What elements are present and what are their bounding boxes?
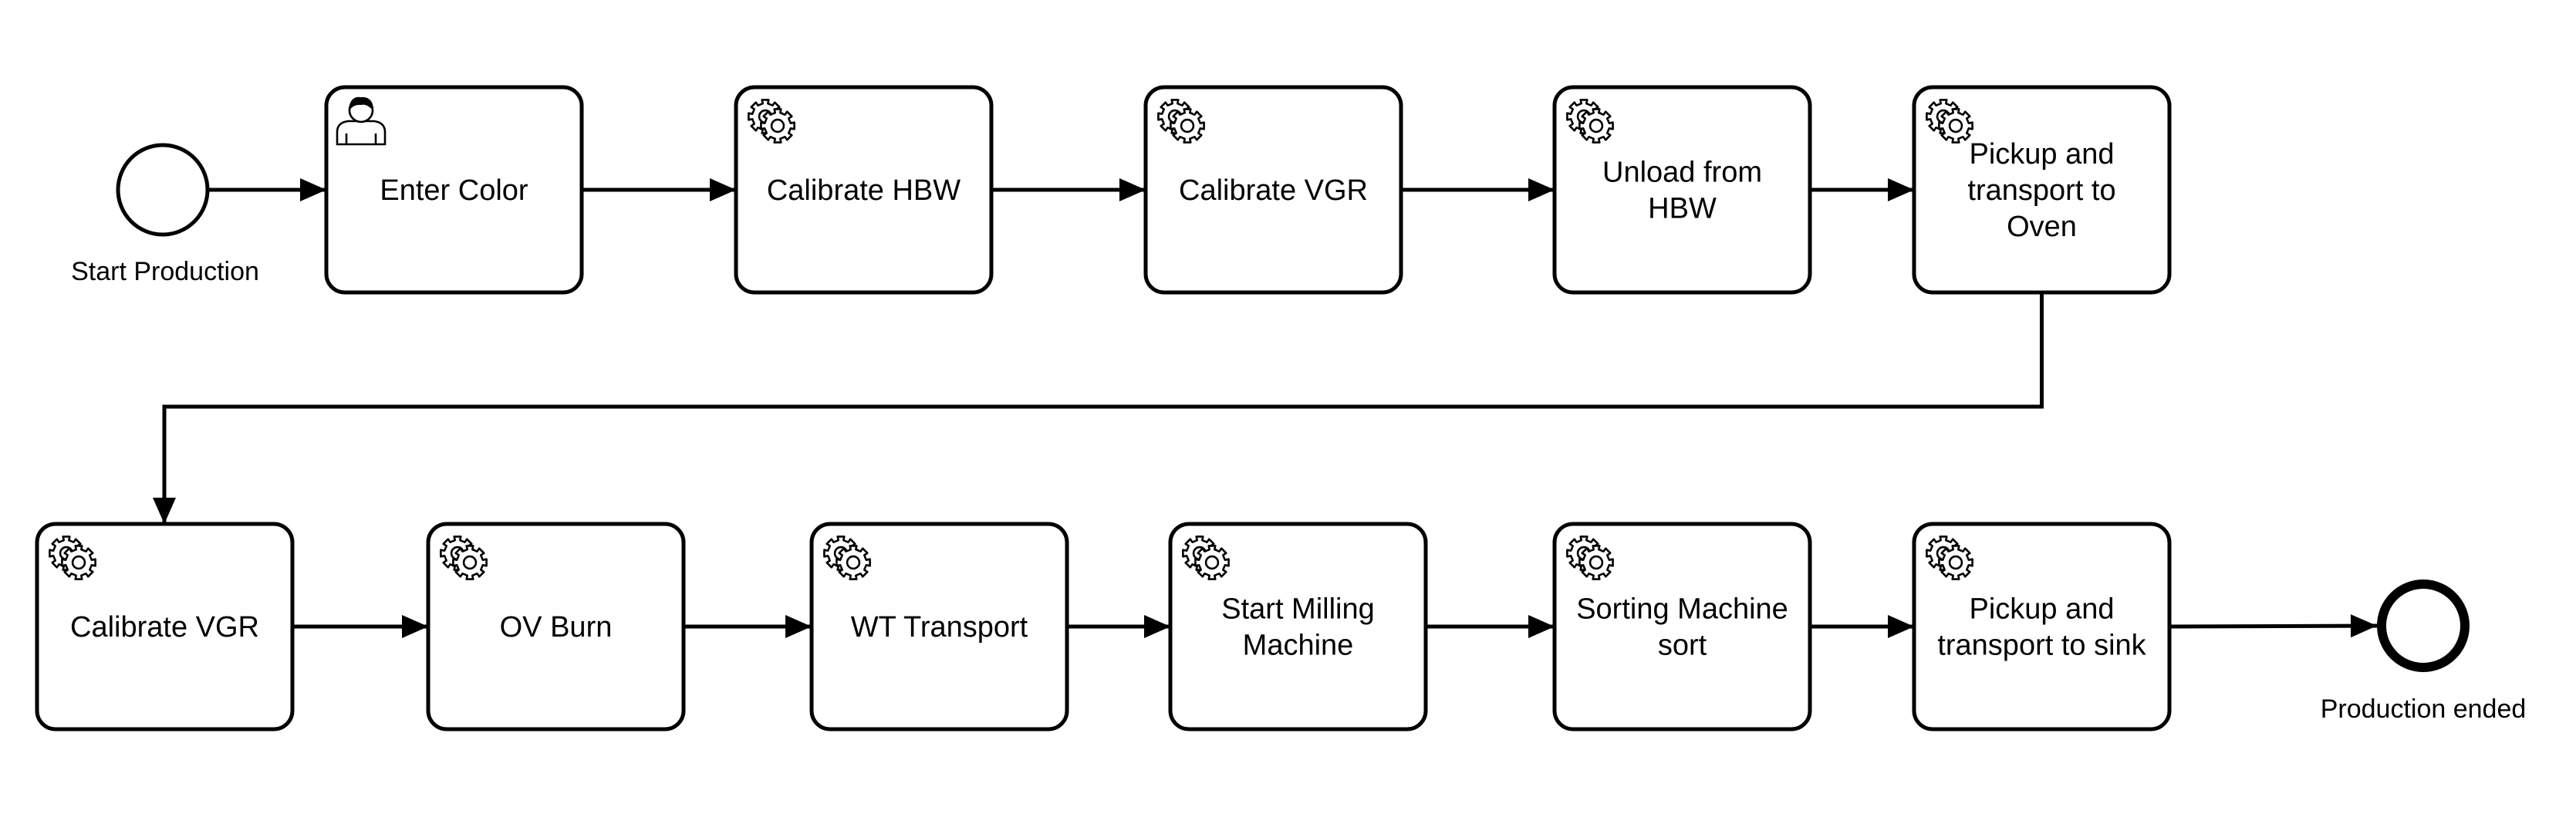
task-label-line: OV Burn <box>500 611 613 644</box>
task-label-line: transport to sink <box>1937 630 2146 662</box>
sequence-flow-t11-end[interactable] <box>2169 623 2378 629</box>
gear-icon <box>1938 108 1973 144</box>
arrowhead <box>300 178 326 201</box>
arrowhead <box>402 615 428 638</box>
gear-icon <box>1194 545 1230 580</box>
task-label-line: Enter Color <box>380 174 528 207</box>
arrowhead <box>2350 614 2377 638</box>
task-label: Pickup and transport to sink <box>1937 593 2146 662</box>
arrowhead <box>1888 178 1914 201</box>
gear-icon <box>1170 108 1205 144</box>
task-label-line: sort <box>1658 630 1707 662</box>
task-box[interactable] <box>1143 85 1403 295</box>
task-label: Enter Color <box>380 174 528 207</box>
task-label-line: HBW <box>1648 193 1717 225</box>
task-t11[interactable]: Pickup and transport to sink <box>1912 522 2172 731</box>
gear-icon <box>836 545 871 580</box>
arrowhead <box>710 178 736 201</box>
gear-icon <box>1578 108 1614 144</box>
task-label: Calibrate VGR <box>70 611 259 644</box>
task-label-line: Pickup and <box>1969 138 2114 171</box>
task-label-line: transport to <box>1967 174 2115 207</box>
task-t6[interactable]: Calibrate VGR <box>35 522 295 731</box>
arrowhead <box>1144 615 1170 638</box>
task-label: WT Transport <box>851 611 1028 644</box>
task-box[interactable] <box>35 522 295 731</box>
start-event-label: Start Production <box>71 257 259 286</box>
task-label: Calibrate VGR <box>1179 174 1368 207</box>
gear-icon <box>760 108 795 144</box>
task-label-line: Sorting Machine <box>1576 593 1788 626</box>
gear-icon <box>61 545 96 580</box>
end-event-label: Production ended <box>2321 694 2527 724</box>
task-box[interactable] <box>809 522 1069 731</box>
task-box[interactable] <box>1168 522 1428 731</box>
arrowhead <box>1528 178 1555 201</box>
end-event[interactable]: Production ended <box>2321 579 2527 724</box>
task-label-line: Start Milling <box>1221 593 1375 626</box>
task-box[interactable] <box>324 85 584 295</box>
task-t3[interactable]: Calibrate VGR <box>1143 85 1403 295</box>
gear-icon <box>452 545 488 580</box>
task-label: Calibrate HBW <box>767 174 961 207</box>
task-label: OV Burn <box>500 611 613 644</box>
task-label-line: Calibrate VGR <box>70 611 259 644</box>
sequence-flows <box>153 178 2378 638</box>
task-box[interactable] <box>1912 85 2172 295</box>
arrowhead <box>1888 615 1914 638</box>
arrowhead <box>785 615 812 638</box>
sequence-flow-t5-t6[interactable] <box>162 292 2044 524</box>
task-label-line: Oven <box>2007 211 2077 243</box>
user-icon <box>336 96 387 146</box>
task-box[interactable] <box>1552 85 1812 295</box>
task-t1[interactable]: Enter Color <box>324 85 584 295</box>
task-label-line: Calibrate VGR <box>1179 174 1368 207</box>
task-label-line: Calibrate HBW <box>767 174 961 207</box>
arrowhead <box>153 498 176 524</box>
task-label-line: WT Transport <box>851 611 1028 644</box>
task-box[interactable] <box>1912 522 2172 731</box>
task-t7[interactable]: OV Burn <box>426 522 686 731</box>
task-box[interactable] <box>1552 522 1812 731</box>
gear-icon <box>1578 545 1614 580</box>
arrowhead <box>1119 178 1146 201</box>
task-label-line: Unload from <box>1602 157 1762 189</box>
task-box[interactable] <box>734 85 994 295</box>
gear-icon <box>1938 545 1973 580</box>
task-box[interactable] <box>426 522 686 731</box>
arrowhead <box>1528 615 1555 638</box>
task-t2[interactable]: Calibrate HBW <box>734 85 994 295</box>
task-label-line: Machine <box>1243 630 1354 662</box>
task-label-line: Pickup and <box>1969 593 2114 626</box>
task-t10[interactable]: Sorting Machine sort <box>1552 522 1812 731</box>
start-event[interactable]: Start Production <box>71 143 259 286</box>
task-label: Sorting Machine sort <box>1576 593 1788 662</box>
task-t8[interactable]: WT Transport <box>809 522 1069 731</box>
